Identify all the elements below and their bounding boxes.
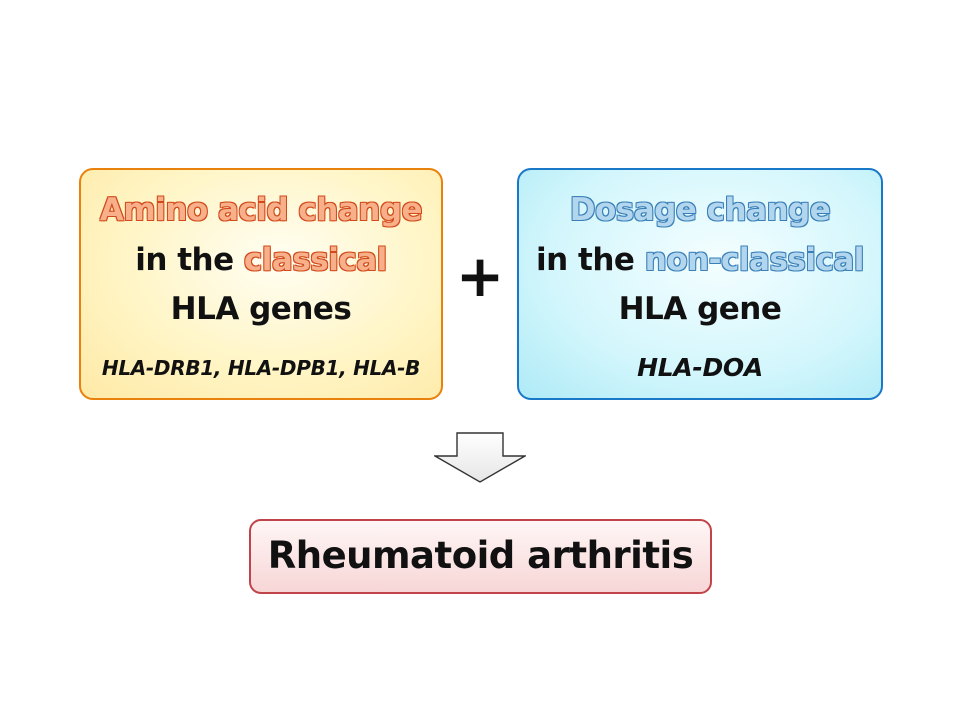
- result-label: Rheumatoid arthritis: [267, 534, 694, 577]
- amino-acid-change-heading: Amino acid change: [99, 192, 423, 228]
- in-the-non-classical-line: in the non-classical: [519, 242, 881, 278]
- classical-gene-list: HLA-DRB1, HLA-DPB1, HLA-B: [101, 356, 421, 380]
- in-the-label: in the: [536, 242, 645, 278]
- hla-gene-label: HLA gene: [618, 291, 782, 327]
- non-classical-gene-name: HLA-DOA: [637, 353, 763, 382]
- dosage-change-heading: Dosage change: [569, 192, 831, 228]
- non-classical-label: non-classical: [644, 242, 865, 278]
- plus-sign: +: [455, 242, 505, 310]
- amino-acid-change-box: Amino acid change in the classical HLA g…: [79, 168, 443, 400]
- down-arrow-icon: [434, 432, 526, 483]
- rheumatoid-arthritis-box: Rheumatoid arthritis: [249, 519, 712, 594]
- in-the-classical-line: in the classical: [81, 242, 441, 278]
- classical-label: classical: [243, 242, 387, 278]
- in-the-label: in the: [135, 242, 244, 278]
- hla-genes-label: HLA genes: [170, 291, 352, 327]
- dosage-change-box: Dosage change in the non-classical HLA g…: [517, 168, 883, 400]
